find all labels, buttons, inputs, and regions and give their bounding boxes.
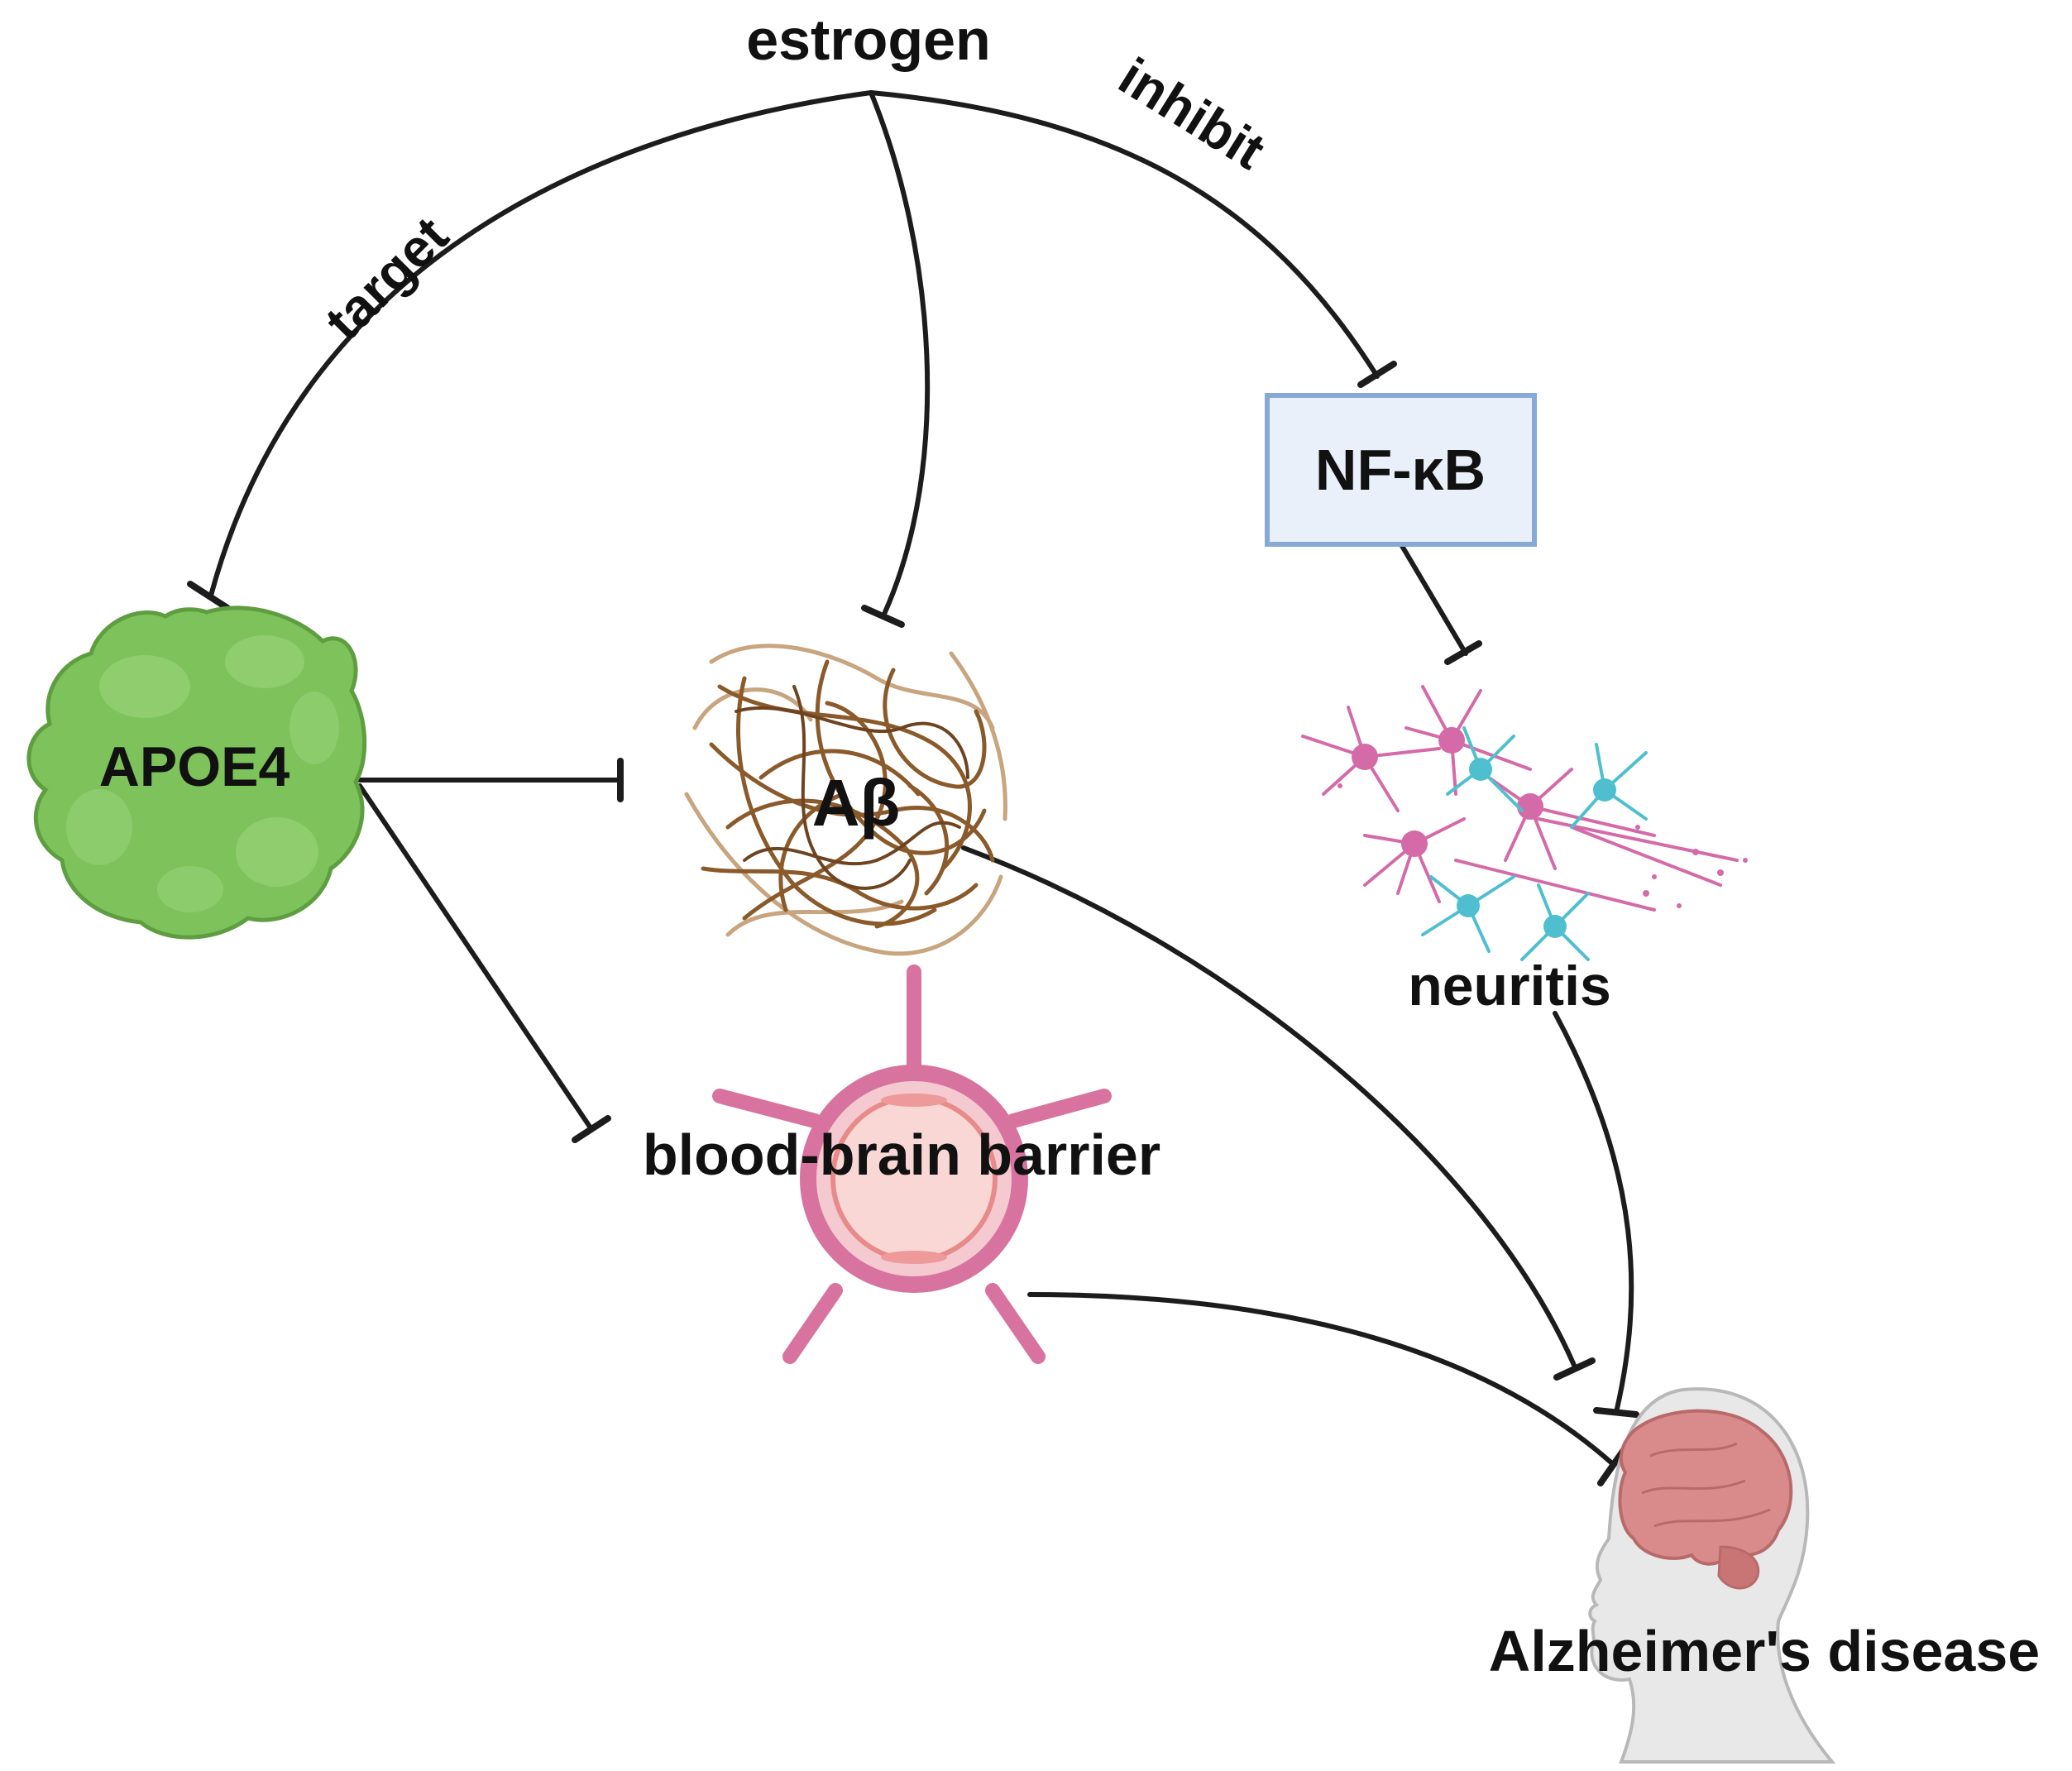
node-neuritis: neuritis [1408,955,1611,1017]
blood-vessel-icon [712,964,1112,1364]
neuron-network-icon [1301,685,1748,961]
inhibit-bar-abeta-ad [1553,1357,1596,1381]
inhibit-bar-neuritis-ad [1593,1407,1639,1418]
node-estrogen: estrogen [746,7,991,72]
edge-apoe4-bbb [357,783,594,1132]
edge-estrogen-nfkb [869,90,1380,379]
nfkb-box [1265,393,1537,547]
apoe4-blob-icon [26,605,367,940]
amyloid-fibril-icon [684,644,1007,956]
edges [187,90,1639,1486]
edge-abeta-ad [961,845,1578,1371]
inhibit-bar-bbb [572,1115,611,1143]
inhibit-bar-apoe4 [187,581,231,611]
node-bbb: blood-brain barrier [643,1122,1160,1187]
node-apoe4: APOE4 [99,735,290,798]
human-head-brain-icon [1588,1387,1836,1764]
edge-bbb-ad [1027,1292,1615,1467]
edge-nfkb-neuritis [1400,543,1468,656]
edge-estrogen-abeta [869,90,931,615]
edge-estrogen-apoe4 [208,90,873,598]
inhibit-bar-abeta [861,605,905,628]
node-abeta: Aβ [812,766,901,840]
node-nfkb: NF-κB [1315,438,1486,502]
edge-label-target: target [313,205,460,352]
node-ad: Alzheimer's disease [1489,1619,2040,1683]
inhibit-bar-neuritis [1444,640,1482,665]
edge-label-inhibit: inhibit [1109,46,1275,181]
inhibit-bar-nfkb [1357,361,1397,388]
edge-neuritis-ad [1553,1011,1634,1411]
